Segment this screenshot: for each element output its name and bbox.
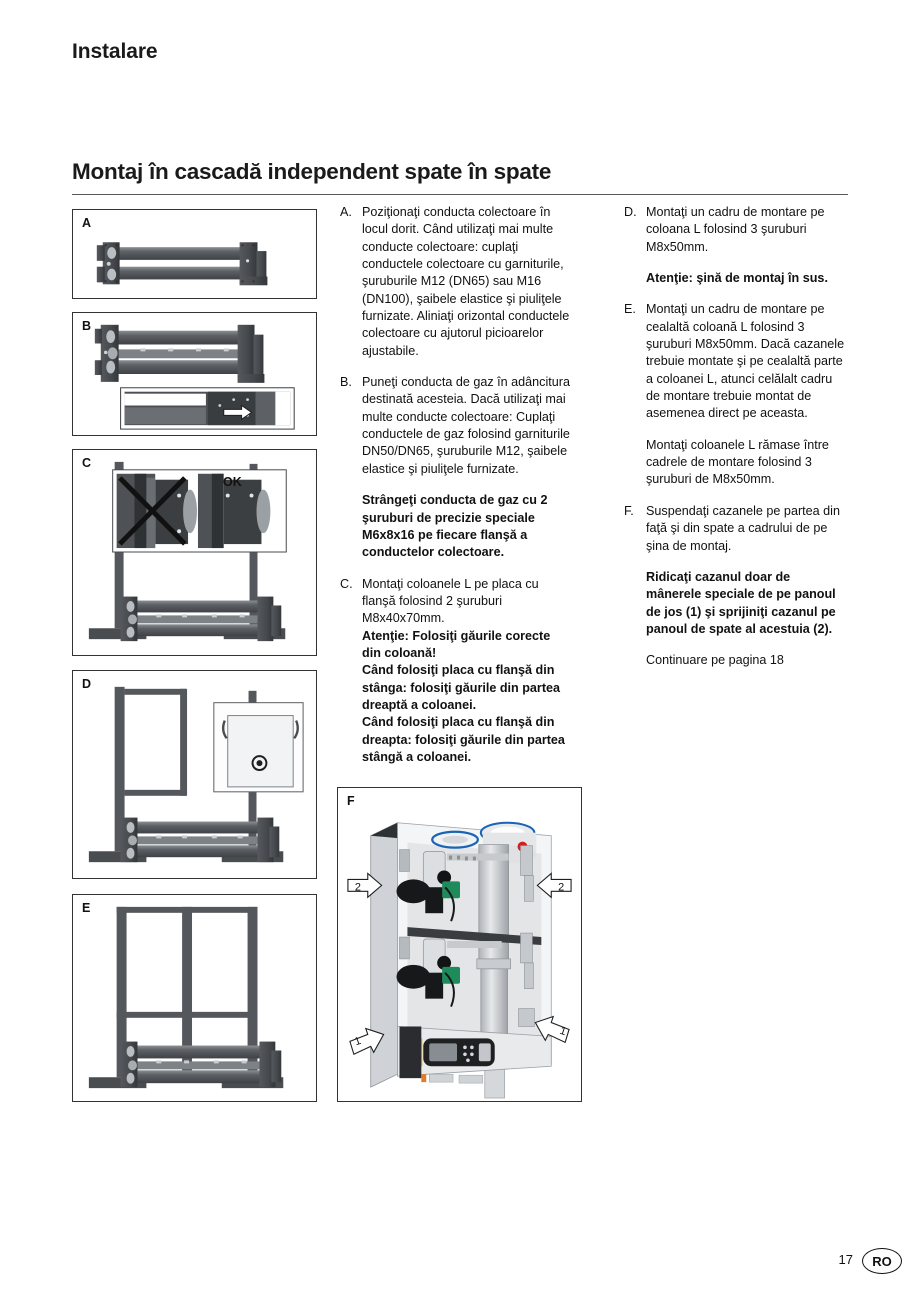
step-c-warning-3: Când folosiţi placa cu flanşă din dreapt… (362, 715, 565, 764)
panel-letter-f: F (347, 794, 355, 808)
mounting-frame-illustration-d (88, 686, 304, 863)
ok-label: OK (223, 475, 242, 489)
callout-label-2-right: 2 (558, 881, 564, 893)
step-c-warning-1: Atenţie: Folosiţi găurile corecte din co… (362, 628, 551, 660)
page-title: Montaj în cascadă independent spate în s… (72, 159, 552, 184)
title-divider (72, 194, 848, 195)
step-e-text-2: Montaţi coloanele L rămase între cadrele… (646, 437, 829, 487)
step-a: A. Poziţionaţi conducta colectoare în lo… (340, 204, 572, 360)
panel-letter-a: A (82, 216, 92, 230)
step-d-letter: D. (624, 205, 637, 219)
gas-pipe-note: Strângeţi conducta de gaz cu 2 şuruburi … (362, 493, 548, 560)
boiler-unit-illustration-f: 2 2 1 1 (347, 821, 572, 1099)
continuation-note: Continuare pe pagina 18 (646, 653, 784, 668)
running-head: Instalare (72, 40, 158, 63)
instructions-column-right: D. Montaţi un cadru de montare pe coloan… (624, 204, 846, 684)
step-c-letter: C. (340, 576, 353, 591)
cross-mark-icon (118, 476, 187, 546)
step-c: C. Montaţi coloanele L pe placa cu flanş… (340, 576, 572, 767)
callout-label-2-left: 2 (355, 881, 361, 893)
hook-left-icon (221, 720, 228, 740)
figure-panel-d: D (72, 670, 317, 879)
locale-badge: RO (862, 1248, 902, 1274)
instructions-column-middle: A. Poziţionaţi conducta colectoare în lo… (340, 204, 572, 780)
panel-letter-e: E (82, 901, 91, 915)
manifold-illustration-a (96, 242, 268, 286)
step-d-warning: Atenţie: şină de montaj în sus. (646, 271, 828, 286)
callout-label-1-right: 1 (558, 1025, 567, 1038)
panel-letter-d: D (82, 677, 92, 691)
direction-arrow-icon (223, 404, 253, 421)
hook-right-icon (293, 720, 299, 740)
column-mounting-illustration-c (88, 461, 287, 642)
step-b: B. Puneţi conducta de gaz în adâncitura … (340, 374, 572, 478)
panel-letter-c: C (82, 456, 92, 470)
figure-panel-f: F (337, 787, 582, 1102)
figure-panel-a: A (72, 209, 317, 299)
step-f-text: Suspendaţi cazanele pe partea din faţă ş… (646, 503, 840, 553)
step-d: D. Montaţi un cadru de montare pe coloan… (624, 204, 846, 287)
callout-arrow-right-1 (534, 1015, 570, 1044)
figure-panel-c: C (72, 449, 317, 656)
step-f-letter: F. (624, 503, 634, 518)
step-d-text: Montaţi un cadru de montare pe coloana L… (646, 205, 825, 254)
figure-panel-e: E (72, 894, 317, 1102)
step-e-letter: E. (624, 302, 636, 317)
gas-pipe-illustration-b (94, 324, 295, 430)
callout-arrow-left-2 (347, 872, 383, 899)
callout-arrow-left-1 (349, 1027, 385, 1056)
step-e: E. Montaţi un cadru de montare pe cealal… (624, 301, 846, 488)
figure-panel-b: B (72, 312, 317, 436)
callout-label-1-left: 1 (353, 1035, 362, 1048)
callout-arrow-right-2 (536, 872, 572, 899)
page-number: 17 (838, 1252, 853, 1267)
step-a-letter: A. (340, 205, 352, 219)
step-c-warning-2: Când folosiţi placa cu flanşă din stânga… (362, 663, 561, 712)
dual-frame-illustration-e (88, 906, 284, 1089)
step-b-text: Puneţi conducta de gaz în adâncitura des… (362, 375, 570, 476)
step-b-letter: B. (340, 375, 352, 390)
step-a-text: Poziţionaţi conducta colectoare în locul… (362, 205, 570, 358)
step-f: F. Suspendaţi cazanele pe partea din faţ… (624, 503, 846, 670)
step-c-text: Montaţi coloanele L pe placa cu flanşă f… (362, 576, 539, 626)
step-f-warning: Ridicaţi cazanul doar de mânerele specia… (646, 569, 836, 636)
panel-letter-b: B (82, 319, 92, 333)
step-e-text: Montaţi un cadru de montare pe cealaltă … (646, 302, 845, 421)
